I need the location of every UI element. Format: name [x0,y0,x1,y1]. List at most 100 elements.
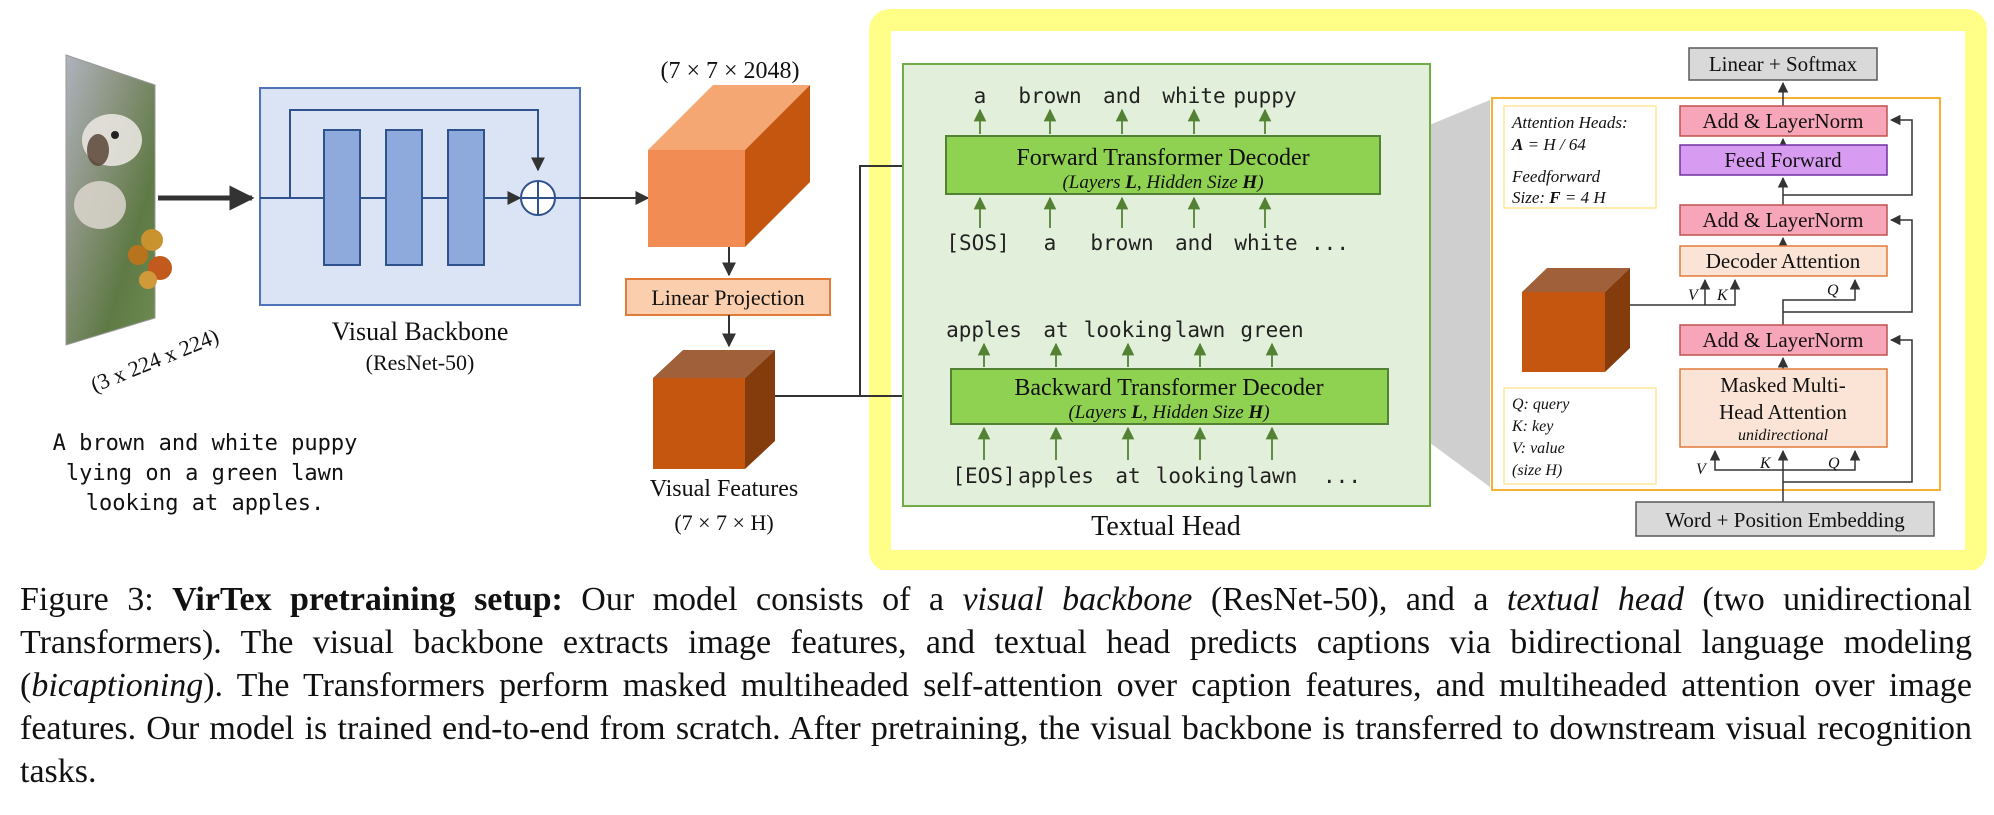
backward-input-token: at [1115,464,1140,488]
input-caption-line-2: lying on a green lawn [66,461,344,486]
backward-input-token: lawn [1247,464,1298,488]
resnet-block-3 [447,129,485,266]
forward-input-token: [SOS] [946,231,1009,255]
masked-attention-box: Masked Multi- Head Attention unidirectio… [1679,368,1888,448]
backward-output-token: lawn [1175,318,1226,342]
caption-text-4: ). The Transformers perform masked multi… [20,667,1972,790]
linear-projection-label: Linear Projection [651,285,804,310]
backward-output-token: apples [946,318,1022,342]
legend-size: (size H) [1512,462,1562,479]
embedding-label: Word + Position Embedding [1665,508,1905,532]
input-image [65,54,172,346]
qkv-legend: Q: query K: key V: value (size H) [1503,387,1657,485]
embedding-box: Word + Position Embedding [1635,501,1935,537]
masked-attn-label-v: V [1696,461,1708,478]
masked-attention-line-1: Masked Multi- [1720,373,1845,397]
legend-key: K: key [1511,418,1554,435]
add-norm-label-3: Add & LayerNorm [1703,109,1864,133]
residual-add-icon [520,180,556,216]
figure-caption: Figure 3: VirTex pretraining setup: Our … [20,578,1972,793]
input-caption-line-1: A brown and white puppy [53,431,358,456]
backward-decoder: Backward Transformer Decoder (Layers L, … [950,368,1389,425]
legend-value: V: value [1512,440,1565,457]
backward-input-token: apples [1018,464,1094,488]
forward-decoder-subtitle: (Layers L, Hidden Size H) [1062,172,1263,193]
forward-input-token: and [1175,231,1213,255]
add-norm-box-1: Add & LayerNorm [1679,324,1888,356]
forward-input-token: brown [1090,231,1153,255]
caption-text-1: Our model consists of a [562,581,963,618]
detail-visual-features-cube [1522,268,1630,372]
visual-features-label: Visual Features [650,476,799,502]
input-caption-line-3: looking at apples. [86,491,324,516]
caption-italic-2: textual head [1506,581,1684,618]
resnet-block-2 [385,129,423,266]
decoder-attention-box: Decoder Attention [1679,245,1888,277]
forward-input-token: white [1234,231,1297,255]
decoder-attn-label-q: Q [1827,282,1839,299]
add-norm-label-2: Add & LayerNorm [1703,208,1864,232]
masked-attention-sub: unidirectional [1738,427,1829,444]
decoder-attn-label-v: V [1688,287,1700,304]
input-dims-label: (3 x 224 x 224) [87,323,222,397]
visual-backbone [259,87,581,306]
caption-title: VirTex pretraining setup: [172,581,563,618]
caption-italic-3: bicaptioning [31,667,204,704]
legend-query: Q: query [1512,396,1570,413]
backbone-label: Visual Backbone [332,317,509,346]
masked-attention-line-2: Head Attention [1719,400,1847,424]
resnet-block-1 [323,129,361,266]
linear-softmax-box: Linear + Softmax [1688,47,1878,81]
feed-forward-label: Feed Forward [1724,148,1842,172]
forward-decoder: Forward Transformer Decoder (Layers L, H… [945,135,1381,195]
visual-features-cube [653,350,775,469]
backward-input-token: looking [1156,464,1245,488]
backward-output-token: looking [1084,318,1173,342]
caption-text-2: (ResNet-50), and a [1192,581,1507,618]
input-caption: A brown and white puppy lying on a green… [53,431,358,516]
attention-heads-formula: A = H / 64 [1511,135,1586,154]
image-features-cube [648,85,810,247]
textual-head-box [902,63,1431,507]
feature-dims-label: (7 × 7 × 2048) [660,58,799,84]
add-norm-label-1: Add & LayerNorm [1703,328,1864,352]
decoder-attention-label: Decoder Attention [1706,249,1861,273]
attention-heads-note: Attention Heads: A = H / 64 Feedforward … [1503,105,1657,209]
backward-output-token: at [1043,318,1068,342]
add-norm-box-3: Add & LayerNorm [1679,105,1888,137]
virtex-architecture-diagram: (3 x 224 x 224) A brown and white puppy … [53,9,1987,572]
feedforward-size: Size: F = 4 H [1512,188,1607,207]
masked-attn-label-k: K [1759,455,1772,472]
features-to-forward-arrow [775,159,944,397]
backbone-sublabel: (ResNet-50) [366,350,475,375]
linear-projection-box: Linear Projection [625,278,831,316]
forward-output-token: a [974,84,987,108]
backward-input-token: [EOS] [952,464,1015,488]
backward-input-token: ... [1323,464,1361,488]
forward-output-token: white [1162,84,1225,108]
visual-features-dims: (7 × 7 × H) [674,510,773,535]
caption-italic-1: visual backbone [962,581,1193,618]
forward-input-token: a [1044,231,1057,255]
feed-forward-box: Feed Forward [1679,144,1888,176]
caption-text-3: (two unidirectional Transformers). The v… [20,581,1972,704]
forward-decoder-title: Forward Transformer Decoder [1016,145,1309,171]
backward-decoder-title: Backward Transformer Decoder [1014,375,1323,401]
figure-label: Figure 3: [20,581,173,618]
backward-output-token: green [1240,318,1303,342]
attention-heads-title: Attention Heads: [1511,113,1628,132]
backward-decoder-subtitle: (Layers L, Hidden Size H) [1068,402,1269,423]
linear-softmax-label: Linear + Softmax [1709,52,1858,76]
feedforward-title: Feedforward [1511,167,1601,186]
add-norm-box-2: Add & LayerNorm [1679,204,1888,236]
forward-output-token: brown [1018,84,1081,108]
textual-head-label: Textual Head [1091,511,1241,542]
masked-attn-label-q: Q [1828,455,1840,472]
decoder-attn-label-k: K [1716,287,1729,304]
forward-output-token: puppy [1233,84,1296,108]
